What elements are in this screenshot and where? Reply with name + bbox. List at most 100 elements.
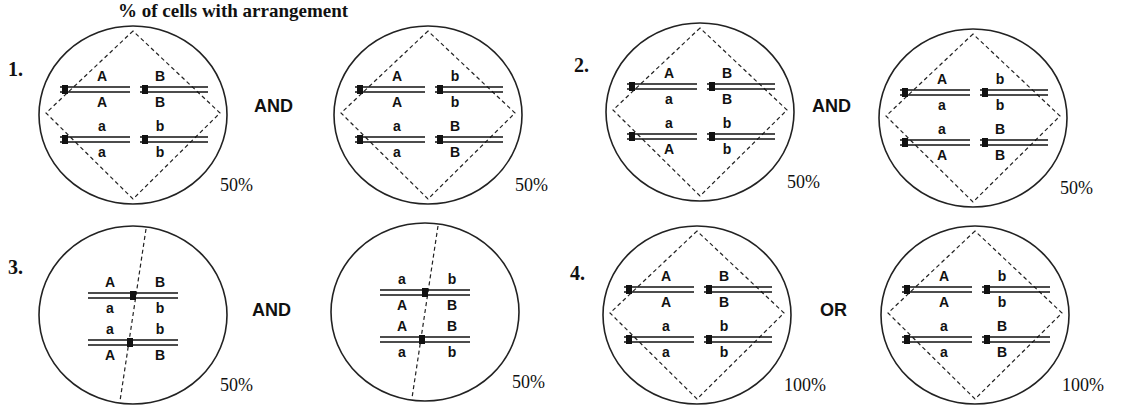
cell-membrane: [881, 226, 1069, 404]
chromosome-set: [886, 34, 1060, 202]
allele-letter: b: [720, 319, 729, 333]
allele-letter: A: [937, 72, 947, 86]
percent-label: 50%: [512, 372, 545, 392]
cell-outline: [878, 28, 1068, 208]
allele-letter: B: [995, 122, 1005, 136]
allele-letter: A: [397, 298, 407, 312]
allele-letter: a: [98, 119, 106, 133]
allele-letter: b: [996, 98, 1005, 112]
cell-outline: [333, 25, 523, 205]
allele-letter: B: [155, 275, 165, 289]
allele-letter: a: [938, 98, 946, 112]
chromosome-set: [613, 28, 787, 196]
allele-letter: A: [105, 275, 115, 289]
cell-circle: AAaabbBB100%: [880, 225, 1070, 405]
allele-letter: a: [938, 122, 946, 136]
allele-letter: A: [937, 148, 947, 162]
percent-label: 100%: [784, 375, 826, 395]
allele-letter: b: [723, 142, 732, 156]
allele-letter: A: [97, 95, 107, 109]
allele-letter: B: [450, 119, 460, 133]
panel-number: 2.: [574, 54, 589, 77]
allele-letter: b: [998, 295, 1007, 309]
allele-letter: b: [448, 272, 457, 286]
allele-letter: b: [156, 301, 165, 315]
allele-letter: A: [392, 69, 402, 83]
allele-letter: B: [997, 345, 1007, 359]
chromosome-set: [888, 231, 1062, 399]
panel-number: 4.: [570, 262, 585, 285]
cell-circle: AAaabbBB50%: [333, 25, 523, 205]
allele-letter: B: [722, 66, 732, 80]
cell-outline: [605, 22, 795, 202]
allele-letter: b: [448, 345, 457, 359]
allele-letter: a: [393, 145, 401, 159]
allele-letter: B: [447, 298, 457, 312]
allele-letter: A: [664, 142, 674, 156]
allele-letter: b: [996, 72, 1005, 86]
cell-membrane: [334, 26, 522, 204]
chromosome-set: [610, 231, 784, 399]
chromosome-set: [341, 31, 515, 199]
allele-letter: A: [105, 348, 115, 362]
allele-letter: B: [155, 348, 165, 362]
cell-outline: [38, 225, 228, 405]
cell-membrane: [39, 26, 227, 204]
cell-outline: [38, 25, 228, 205]
chromosome-set: [380, 226, 470, 398]
allele-letter: B: [719, 269, 729, 283]
allele-letter: a: [393, 119, 401, 133]
allele-letter: b: [156, 119, 165, 133]
allele-letter: B: [450, 145, 460, 159]
cell-circle: abABABab50%: [330, 222, 520, 402]
percent-label: 50%: [1060, 178, 1093, 198]
connector-word: AND: [254, 96, 293, 117]
percent-label: 50%: [787, 172, 820, 192]
percent-label: 50%: [220, 375, 253, 395]
allele-letter: B: [995, 148, 1005, 162]
figure-title: % of cells with arrangement: [118, 0, 348, 22]
connector-word: AND: [812, 96, 851, 117]
allele-letter: A: [97, 69, 107, 83]
allele-letter: a: [665, 116, 673, 130]
allele-letter: A: [661, 269, 671, 283]
allele-letter: A: [392, 95, 402, 109]
percent-label: 100%: [1062, 375, 1104, 395]
allele-letter: a: [106, 322, 114, 336]
allele-letter: a: [106, 301, 114, 315]
allele-letter: B: [447, 319, 457, 333]
allele-letter: b: [723, 116, 732, 130]
allele-letter: A: [664, 66, 674, 80]
allele-letter: b: [451, 95, 460, 109]
allele-letter: b: [156, 322, 165, 336]
connector-word: AND: [252, 300, 291, 321]
chromosome-set: [46, 31, 220, 199]
allele-letter: A: [939, 269, 949, 283]
allele-letter: a: [940, 319, 948, 333]
allele-letter: a: [662, 345, 670, 359]
allele-letter: b: [451, 69, 460, 83]
allele-letter: a: [398, 345, 406, 359]
allele-letter: a: [940, 345, 948, 359]
panel-number: 1.: [8, 58, 23, 81]
allele-letter: A: [397, 319, 407, 333]
allele-letter: a: [665, 92, 673, 106]
cell-membrane: [879, 29, 1067, 207]
allele-letter: B: [155, 95, 165, 109]
cell-circle: AAaaBBbb100%: [602, 225, 792, 405]
cell-outline: [880, 225, 1070, 405]
percent-label: 50%: [515, 175, 548, 195]
cell-membrane: [606, 23, 794, 201]
allele-letter: b: [998, 269, 1007, 283]
allele-letter: B: [997, 319, 1007, 333]
cell-membrane: [331, 223, 519, 401]
cell-outline: [330, 222, 520, 402]
cell-circle: ABababAB50%: [38, 225, 228, 405]
allele-letter: b: [156, 145, 165, 159]
panel-number: 3.: [8, 256, 23, 279]
allele-letter: b: [720, 345, 729, 359]
cell-circle: AaaABBbb50%: [605, 22, 795, 202]
allele-letter: A: [939, 295, 949, 309]
allele-letter: a: [98, 145, 106, 159]
